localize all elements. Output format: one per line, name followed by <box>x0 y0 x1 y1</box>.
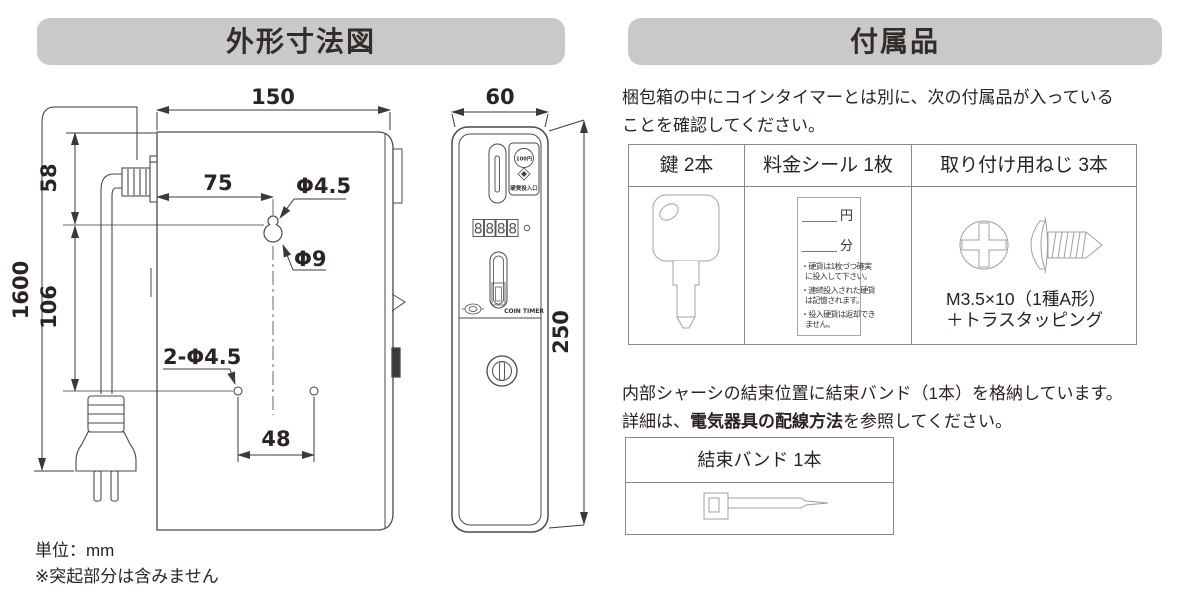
svg-text:150: 150 <box>251 85 295 109</box>
front-view <box>451 126 549 533</box>
maker-logo <box>462 303 484 315</box>
svg-text:8: 8 <box>508 222 517 238</box>
minute-blank-line <box>802 234 837 252</box>
side-tab <box>392 148 403 204</box>
sticker-bullet: ・硬貨は1枚づつ確実 <box>801 262 872 271</box>
col-header-screws: 取り付け用ねじ 3本 <box>912 145 1136 187</box>
side-switch <box>391 347 401 378</box>
coin-mark-label: 100円 <box>516 156 532 163</box>
coin-slot-label: 硬貨投入口 <box>510 184 538 192</box>
band-paragraph: 内部シャーシの結束位置に結束バンド（1本）を格納しています。 詳細は、電気器具の… <box>622 384 1123 431</box>
fee-sticker-cell: 円 分 ・硬貨は1枚づつ確実 に投入して下さい。 ・連続投入された硬貨 は記憶さ… <box>745 187 912 344</box>
counter-digits: 8 8 8 8 <box>474 222 517 238</box>
sticker-bullet: ・連続投入された硬貨 <box>801 286 876 295</box>
back-view <box>150 131 406 531</box>
yen-label: 円 <box>840 208 854 223</box>
key-lock <box>486 355 518 387</box>
minute-label: 分 <box>840 238 854 253</box>
col-header-keys: 鍵 2本 <box>629 145 745 187</box>
section-title-accessories: 付属品 <box>628 18 1162 65</box>
screw-drawing <box>959 216 1103 274</box>
screws-cell: M3.5×10（1種A形） ＋トラスタッピング <box>912 187 1136 344</box>
coin-panel <box>508 142 540 196</box>
sticker-bullet: ません。 <box>805 319 835 329</box>
sticker-bullet: ・投入硬貨は返却でき <box>801 310 876 319</box>
svg-text:106: 106 <box>37 285 61 329</box>
band-note-pre: 詳細は、 <box>622 411 690 431</box>
key-cell <box>629 187 745 344</box>
sticker-bullet: は記憶されます。 <box>805 295 864 305</box>
svg-text:75: 75 <box>203 171 232 195</box>
dimension-drawing: 100円 硬貨投入口 8 8 8 8 COIN TIMER <box>9 85 588 533</box>
coin-counter <box>472 219 531 237</box>
return-lever <box>489 251 508 309</box>
coin-slot <box>488 143 507 204</box>
col-header-sticker: 料金シール 1枚 <box>745 145 912 187</box>
accessories-table: 鍵 2本 料金シール 1枚 取り付け用ねじ 3本 円 分 ・硬貨は1枚づつ確実 <box>628 144 1137 345</box>
svg-text:1600: 1600 <box>9 261 33 319</box>
cable-tie-drawing <box>703 492 829 520</box>
cable-tie-header: 結束バンド 1本 <box>626 438 893 483</box>
brand-label: COIN TIMER <box>504 308 544 315</box>
side-clip <box>391 293 406 312</box>
keyhole-slot <box>263 215 283 243</box>
coin-arrow-icon <box>517 167 531 181</box>
svg-text:8: 8 <box>474 222 483 238</box>
intro-paragraph: 梱包箱の中にコインタイマーとは別に、次の付属品が入っている ことを確認してくださ… <box>622 88 1114 135</box>
mount-hole-left <box>233 386 243 396</box>
svg-text:8: 8 <box>497 222 506 238</box>
unit-note: 単位：mm <box>35 541 115 560</box>
dimension-lines <box>34 106 588 529</box>
svg-text:2-Φ4.5: 2-Φ4.5 <box>163 345 241 369</box>
fee-sticker: 円 分 ・硬貨は1枚づつ確実 に投入して下さい。 ・連続投入された硬貨 は記憶さ… <box>797 197 876 336</box>
svg-text:250: 250 <box>549 310 573 354</box>
dimension-labels: 150 60 75 Φ4.5 Φ9 2-Φ4.5 48 58 106 1600 … <box>9 85 573 451</box>
cable-tie-table: 結束バンド 1本 <box>625 437 894 535</box>
svg-text:58: 58 <box>37 163 61 192</box>
svg-text:60: 60 <box>485 85 514 109</box>
band-note-post: を参照してください。 <box>843 411 1012 431</box>
section-title-dimensions: 外形寸法図 <box>37 18 565 65</box>
screw-spec: M3.5×10（1種A形） ＋トラスタッピング <box>946 289 1106 330</box>
sticker-bullet: に投入して下さい。 <box>805 271 872 281</box>
svg-text:8: 8 <box>485 222 494 238</box>
band-note-bold-ref: 電気器具の配線方法 <box>690 411 843 431</box>
key-drawing <box>652 194 720 329</box>
power-cord-and-plug <box>75 155 158 502</box>
svg-text:48: 48 <box>261 427 290 451</box>
svg-text:Φ9: Φ9 <box>294 247 326 271</box>
yen-blank-line <box>802 204 837 222</box>
plug-prong <box>110 470 119 502</box>
plug-prong <box>93 470 102 502</box>
svg-text:Φ4.5: Φ4.5 <box>296 174 351 198</box>
protrusion-note: ※突起部分は含みません <box>35 567 219 586</box>
drawing-notes: 単位：mm ※突起部分は含みません <box>35 538 219 590</box>
mount-hole-right <box>309 386 319 396</box>
